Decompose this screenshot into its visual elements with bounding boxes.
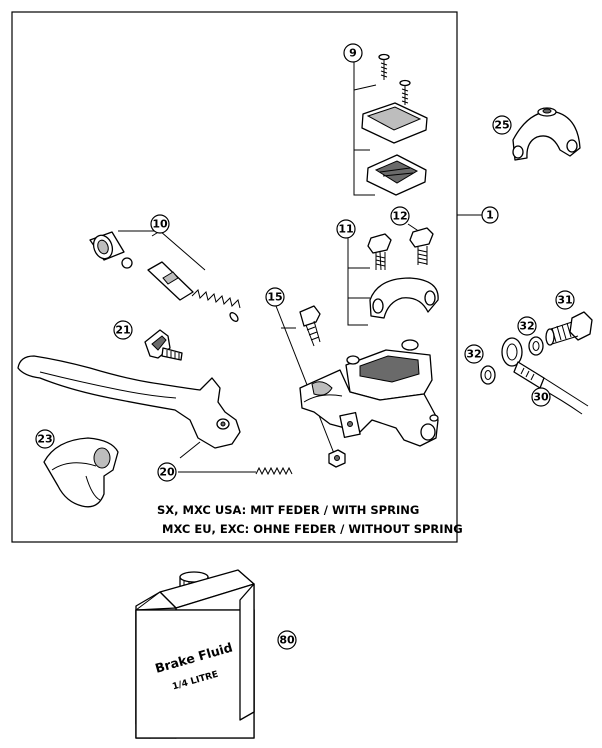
brake-lever [17, 355, 241, 459]
part-30-31-32-banjo-assembly [480, 311, 593, 415]
callout-30: 30 [531, 387, 551, 407]
callout-10: 10 [150, 214, 170, 234]
callout-15: 15 [265, 287, 285, 307]
part-20-spring [178, 466, 293, 476]
master-cylinder-body [299, 339, 439, 447]
callout-12: 12 [390, 206, 410, 226]
callout-32-left: 32 [464, 344, 484, 364]
part-21-adjuster [144, 329, 183, 361]
callout-20: 20 [157, 462, 177, 482]
callout-1-label: 1 [486, 209, 494, 222]
callout-30-label: 30 [533, 391, 549, 404]
callout-32-right-label: 32 [519, 320, 534, 333]
callout-10-label: 10 [152, 218, 168, 231]
part-80-brake-fluid-bottle: Brake Fluid 1/4 LITRE [135, 569, 255, 739]
callout-12-label: 12 [392, 210, 407, 223]
part-25-clamp [512, 107, 581, 161]
callout-1: 1 [481, 206, 499, 224]
callout-23-label: 23 [37, 433, 52, 446]
note-with-spring: SX, MXC USA: MIT FEDER / WITH SPRING [157, 503, 419, 517]
callout-23: 23 [35, 429, 55, 449]
callout-80-label: 80 [279, 634, 295, 647]
callout-15-label: 15 [267, 291, 282, 304]
assembly-frame [11, 11, 458, 543]
part-9-reservoir-cover-group [353, 53, 428, 196]
callout-11-label: 11 [338, 223, 353, 236]
callout-31: 31 [555, 290, 575, 310]
callout-20-label: 20 [159, 466, 175, 479]
bottle-front-face [135, 609, 255, 739]
callout-21: 21 [113, 320, 133, 340]
part-15-screw-nut [275, 305, 346, 468]
callout-9-label: 9 [349, 47, 357, 60]
callout-80: 80 [277, 630, 297, 650]
part-23-lever-guard [43, 437, 119, 508]
callout-31-label: 31 [557, 294, 572, 307]
callout-21-label: 21 [115, 324, 130, 337]
callout-25-label: 25 [494, 119, 509, 132]
callout-25: 25 [492, 115, 512, 135]
callout-11: 11 [336, 219, 356, 239]
callout-9: 9 [343, 43, 363, 63]
part-11-12-bolts-clamp [347, 223, 439, 326]
callout-32-left-label: 32 [466, 348, 481, 361]
note-without-spring: MXC EU, EXC: OHNE FEDER / WITHOUT SPRING [162, 522, 463, 536]
part-10-piston-kit [89, 230, 241, 322]
callout-32-right: 32 [517, 316, 537, 336]
